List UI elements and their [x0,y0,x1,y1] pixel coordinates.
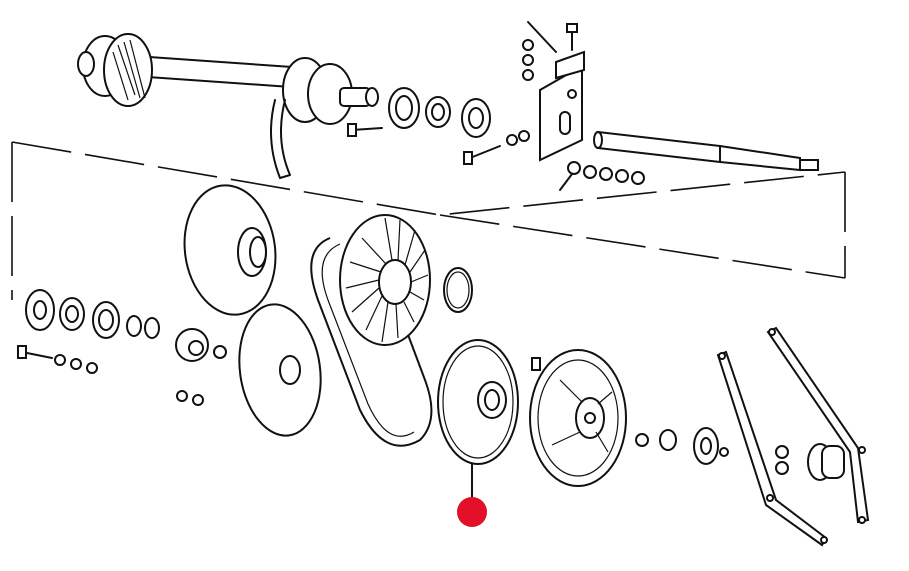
mounting-bracket [522,23,585,162]
bearing-flange-top [388,87,420,129]
bolt-washers-left [17,345,204,406]
nut-washer-row [567,161,645,185]
input-shaft [593,130,819,172]
left-parts-row [25,289,160,339]
bolt-washers-top [463,130,530,165]
highlight-marker-dot[interactable] [457,497,487,527]
bolt-top-left [347,123,383,137]
bearing-top [425,96,451,128]
tensioner-arm-left [716,350,828,547]
right-parts-row [635,427,845,481]
bearing-flange-top-2 [461,98,491,138]
grooved-pulley [529,349,627,487]
large-flat-disc-back [183,184,277,316]
assembly-guide-lines [11,21,846,300]
spoked-pulley [339,214,431,346]
tensioner-arm-right [766,326,870,524]
o-ring [443,267,473,313]
large-flat-disc-front [238,303,322,437]
thin-flat-ring-disc-with-hub[interactable] [437,339,519,499]
sprocket [175,328,227,362]
pto-drive-shaft [77,33,379,179]
